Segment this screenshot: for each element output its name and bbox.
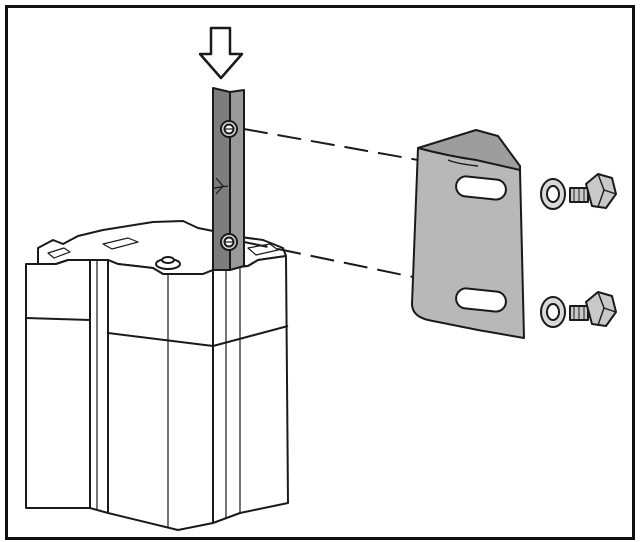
alignment-line-top (243, 128, 419, 161)
bolt-bottom (569, 291, 617, 327)
alignment-line-bottom (243, 241, 419, 279)
rack-center-column (107, 259, 214, 531)
rail-screw-bottom (220, 233, 238, 251)
illustration-frame (5, 5, 635, 540)
l-bracket (411, 129, 525, 339)
bracket-slot-top (455, 175, 507, 201)
rack-left-column (25, 259, 91, 509)
rack-right-column (212, 255, 289, 524)
washer-top (540, 178, 566, 210)
rail-screw-top (220, 120, 238, 138)
rack-cabinet (25, 220, 289, 531)
installation-diagram (25, 26, 617, 531)
rack-column-2 (89, 259, 109, 514)
washer-bottom (540, 296, 566, 328)
down-arrow (198, 26, 244, 80)
bracket-slot-bottom (455, 287, 507, 313)
bolt-top (569, 173, 617, 209)
